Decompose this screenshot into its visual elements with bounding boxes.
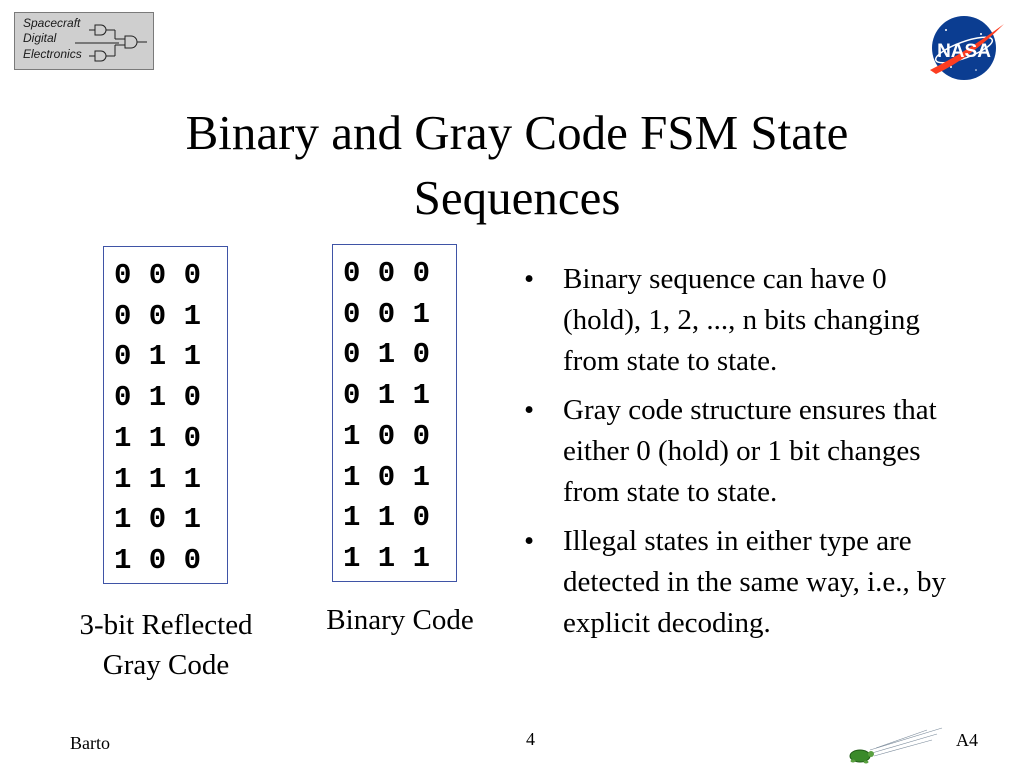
footer-author: Barto [70,733,110,753]
binary-code-row: 1 1 1 [343,541,431,575]
gray-code-row: 0 0 0 [114,259,202,292]
slide-title-line-1: Binary and Gray Code FSM State [185,105,849,160]
gray-code-row: 1 0 1 [114,503,202,537]
bullet-item: • Binary sequence can have 0 (hold), 1, … [520,259,970,382]
binary-code-row: 0 1 0 [343,338,431,372]
nasa-logo-text: NASA [937,41,991,62]
turtle-icon [849,727,943,764]
logo-line-digital: Digital [23,31,57,45]
gray-code-row: 0 1 1 [114,340,202,374]
gray-code-caption-line-1: 3-bit Reflected [79,609,253,641]
slide-title: Binary and Gray Code FSM State Sequences [60,100,974,230]
nasa-logo-icon: NASA [930,16,1004,80]
binary-code-row: 1 0 1 [343,460,431,494]
binary-code-row: 1 0 0 [343,419,431,453]
gray-code-row: 1 1 0 [114,421,202,455]
gray-code-table: 0 0 0 0 0 1 0 1 1 0 1 0 1 1 0 1 1 1 1 0 … [103,246,228,584]
binary-code-table: 0 0 0 0 0 1 0 1 0 0 1 1 1 0 0 1 0 1 1 1 … [332,244,457,582]
bullet-marker: • [524,394,535,426]
footer-page-number: 4 [526,729,535,749]
gray-code-caption-line-2: Gray Code [102,649,230,681]
gray-code-row: 0 0 1 [114,299,202,333]
logic-gates-icon [75,24,147,62]
bullet-text: Binary sequence can have 0 (hold), 1, 2,… [563,263,920,377]
gray-code-row: 1 1 1 [114,462,202,496]
bullet-marker: • [524,263,535,295]
logo-line-spacecraft: Spacecraft [23,16,81,30]
binary-code-row: 0 1 1 [343,379,431,413]
slide-title-line-2: Sequences [413,170,621,225]
binary-code-row: 0 0 0 [343,257,431,290]
binary-code-caption: Binary Code [326,604,474,636]
bullet-text: Illegal states in either type are detect… [563,525,947,639]
gray-code-row: 0 1 0 [114,381,202,415]
gray-code-row: 1 0 0 [114,543,202,577]
bullet-marker: • [524,525,535,557]
spacecraft-digital-electronics-logo: Spacecraft Digital Electronics [14,12,154,70]
bullet-item: • Gray code structure ensures that eithe… [520,390,970,513]
logo-line-electronics: Electronics [23,47,82,61]
bullet-item: • Illegal states in either type are dete… [520,521,970,644]
binary-code-row: 1 1 0 [343,501,431,535]
bullet-list: • Binary sequence can have 0 (hold), 1, … [520,259,970,652]
binary-code-row: 0 0 1 [343,297,431,331]
bullet-text: Gray code structure ensures that either … [563,394,937,508]
footer-slide-id: A4 [956,730,978,750]
gray-code-caption: 3-bit Reflected Gray Code [50,605,282,685]
